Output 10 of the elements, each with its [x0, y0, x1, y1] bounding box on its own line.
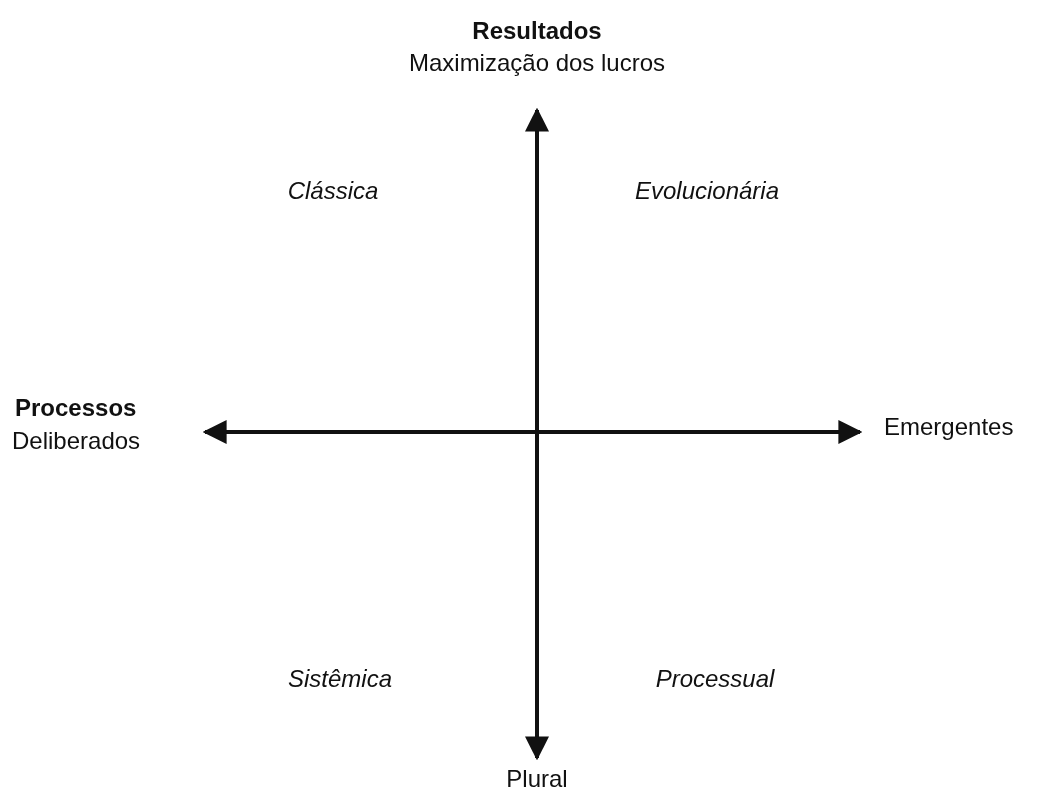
axis-label: Emergentes — [884, 412, 1014, 442]
quadrant-label: Evolucionária — [634, 176, 780, 206]
axis-title: Processos — [15, 393, 137, 423]
axis-label: Maximização dos lucros — [408, 48, 666, 78]
quadrant-label: Clássica — [287, 176, 379, 206]
axis-label: Deliberados — [12, 426, 141, 456]
quadrant-label: Sistêmica — [288, 664, 392, 694]
axis-label: Plural — [506, 764, 568, 794]
quadrant-label: Processual — [655, 664, 775, 694]
axis-title: Resultados — [472, 16, 602, 46]
